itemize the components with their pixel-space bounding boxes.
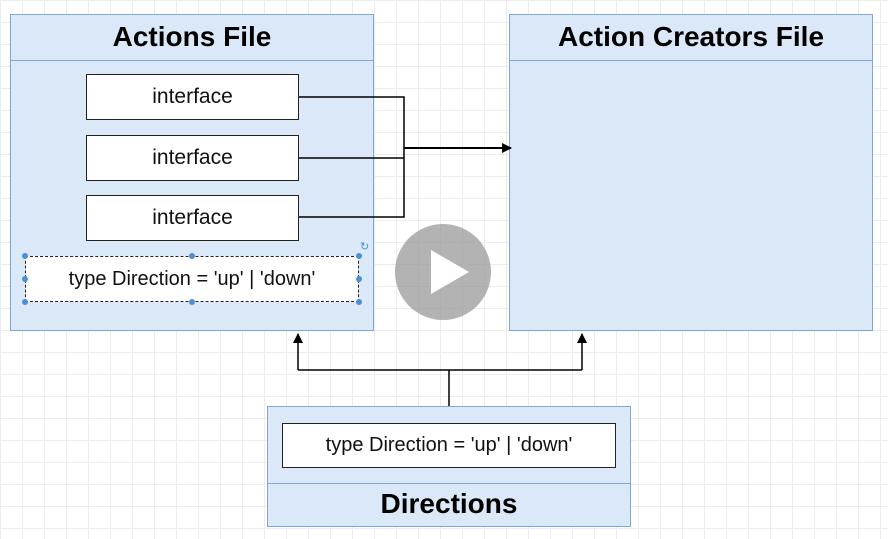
interface-box-3[interactable]: interface: [86, 195, 299, 241]
type-direction-box[interactable]: type Direction = 'up' | 'down': [282, 423, 616, 468]
selection-handle[interactable]: [356, 276, 362, 282]
action-creators-file-title: Action Creators File: [557, 21, 825, 52]
selection-handle[interactable]: [189, 253, 195, 259]
play-icon[interactable]: [395, 224, 491, 320]
directions-title: Directions: [380, 488, 518, 519]
selection-handle[interactable]: [22, 253, 28, 259]
actions-file-divider: [11, 60, 373, 61]
directions-divider: [268, 483, 630, 484]
interface-box-2[interactable]: interface: [86, 135, 299, 181]
selection-handle[interactable]: [22, 276, 28, 282]
selection-handle[interactable]: [356, 299, 362, 305]
selection-handle[interactable]: [22, 299, 28, 305]
selection-handle[interactable]: [189, 299, 195, 305]
rotate-icon[interactable]: ↻: [360, 241, 370, 253]
actions-file-title: Actions File: [112, 21, 272, 52]
selection-handle[interactable]: [356, 253, 362, 259]
directions-connector: [293, 333, 587, 406]
interface-box-1[interactable]: interface: [86, 74, 299, 120]
action-creators-file-divider: [510, 60, 872, 61]
interface-connector: [299, 96, 405, 218]
action-creators-file-panel[interactable]: Action Creators File: [509, 14, 873, 331]
